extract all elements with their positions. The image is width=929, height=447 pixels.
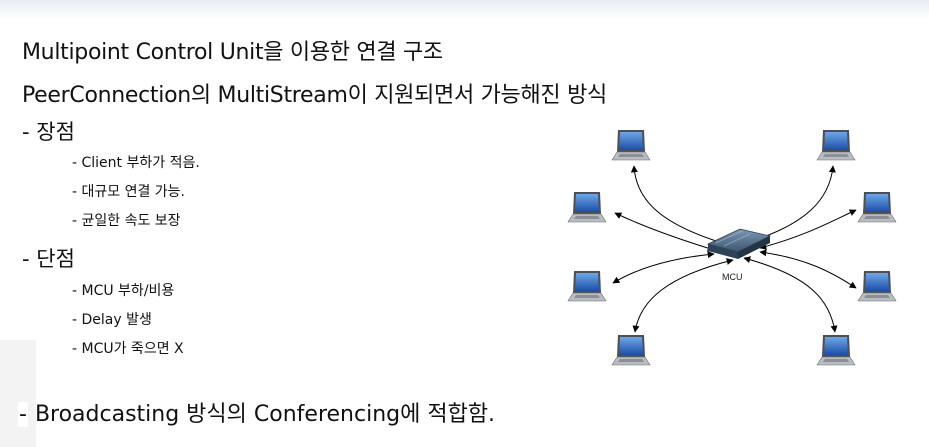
link-arrow (759, 249, 857, 289)
laptop-icon (857, 191, 897, 223)
laptop-icon (567, 270, 607, 302)
network-switch-icon (706, 228, 772, 259)
link-arrow (630, 165, 737, 249)
cons-item: - Delay 발생 (72, 312, 152, 328)
link-arrow (632, 258, 734, 333)
cons-heading: - 단점 (22, 247, 75, 271)
laptop-icon (816, 129, 856, 161)
slide-title-line-1: Multipoint Control Unit을 이용한 연결 구조 (22, 40, 443, 65)
conclusion-line: - Broadcasting 방식의 Conferencing에 적합함. (18, 396, 495, 428)
pros-item: - Client 부하가 적음. (72, 155, 200, 171)
laptop-icon (816, 334, 856, 366)
conclusion-dash: - (18, 402, 28, 427)
slide-left-band (0, 340, 36, 447)
mcu-label: MCU (722, 272, 743, 282)
link-arrow (743, 256, 838, 333)
laptop-icon (567, 191, 607, 223)
conclusion-text: Broadcasting 방식의 Conferencing에 적합함. (27, 402, 496, 427)
laptop-icon (611, 129, 651, 161)
slide-top-band (0, 0, 929, 20)
link-arrow (759, 209, 857, 250)
pros-item: - 균일한 속도 보장 (72, 213, 181, 229)
cons-item: - MCU가 죽으면 X (72, 341, 184, 357)
cons-item: - MCU 부하/비용 (72, 283, 175, 299)
link-arrow (614, 212, 715, 252)
slide-title-line-2: PeerConnection의 MultiStream이 지원되면서 가능해진 … (22, 83, 607, 108)
pros-heading: - 장점 (22, 120, 75, 144)
pros-item: - 대규모 연결 가능. (72, 184, 186, 200)
link-arrow (612, 251, 715, 284)
laptop-icon (611, 334, 651, 366)
laptop-icon (857, 270, 897, 302)
